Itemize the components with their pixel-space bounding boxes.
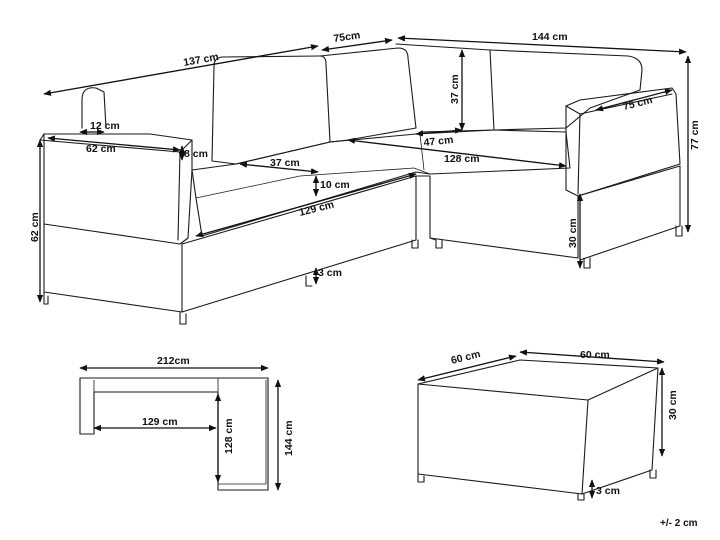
label-128-plan: 128 cm [223, 418, 235, 454]
dim-line-60-depth [417, 354, 517, 382]
right-leg-2 [583, 257, 591, 269]
label-60-depth: 60 cm [450, 348, 482, 367]
right-base-front [415, 175, 579, 259]
label-30-table: 30 cm [667, 390, 679, 420]
back-cushion-right-a [395, 43, 495, 133]
label-37-back: 37 cm [449, 74, 461, 104]
label-30: 30 cm [567, 218, 579, 248]
dim-line-75-arm [595, 88, 673, 112]
sofa-dimension-lines [36, 35, 692, 303]
dim-line-62-arm [47, 135, 181, 153]
label-77: 77 cm [689, 120, 701, 150]
left-arm-front-edge [177, 151, 181, 241]
plan-view-drawing: 212cm 129 cm 128 cm 144 cm [79, 355, 295, 491]
right-base-side [577, 165, 681, 261]
label-128: 128 cm [444, 153, 480, 165]
table-leg-1 [417, 473, 425, 483]
label-3-table: 3 cm [596, 485, 620, 497]
label-47: 47 cm [423, 134, 454, 149]
plan-inner-edge [218, 380, 267, 485]
seat-cushions [191, 129, 571, 237]
plan-outline [79, 377, 269, 491]
table-front-right [581, 367, 659, 495]
label-37-seat: 37 cm [270, 157, 300, 169]
label-144-plan: 144 cm [283, 420, 295, 456]
tolerance-note: +/- 2 cm [660, 518, 698, 529]
left-leg-1 [43, 291, 49, 305]
label-129: 129 cm [298, 199, 335, 219]
back-cushion-left [211, 55, 331, 165]
left-leg-2 [179, 311, 187, 325]
label-62-height: 62 cm [29, 212, 41, 242]
sofa-dimension-labels: 137 cm 75cm 144 cm 37 cm 75 cm 77 cm 12 … [29, 29, 701, 279]
table-leg-2 [577, 493, 585, 501]
back-cushion-corner [319, 47, 417, 143]
right-arm-front-edge [577, 113, 581, 195]
label-60-width: 60 cm [580, 349, 610, 361]
left-leg-4 [411, 239, 419, 249]
label-75-corner: 75cm [333, 29, 361, 45]
dim-line-144 [397, 35, 687, 55]
label-3-sofa: 3 cm [318, 267, 342, 279]
label-212: 212cm [157, 355, 190, 367]
dim-line-75-corner [321, 37, 393, 53]
dim-line-60-width [519, 349, 665, 365]
table-front-left [417, 383, 583, 495]
coffee-table-drawing: 60 cm 60 cm 30 cm 3 cm [417, 348, 679, 501]
dim-line-37-seat [239, 161, 319, 175]
left-armrest [43, 133, 193, 245]
sectional-sofa-drawing [39, 43, 683, 325]
dim-line-129 [195, 172, 417, 238]
label-12: 12 cm [90, 120, 120, 132]
left-base-front [43, 223, 183, 313]
left-leg-3 [305, 275, 313, 287]
right-leg-1 [429, 237, 443, 249]
label-62-arm: 62 cm [86, 143, 116, 155]
label-10: 10 cm [320, 179, 350, 191]
dim-line-128 [347, 137, 567, 169]
dim-line-137 [43, 44, 319, 96]
label-75-arm: 75 cm [622, 94, 654, 113]
dim-line-47 [415, 127, 463, 137]
label-144: 144 cm [532, 31, 568, 43]
label-129-plan: 129 cm [142, 416, 178, 428]
right-leg-3 [675, 225, 683, 237]
table-leg-3 [649, 469, 657, 479]
seat-front-edge [195, 167, 431, 199]
label-8: 8 cm [184, 148, 208, 160]
left-base-side [181, 175, 417, 313]
